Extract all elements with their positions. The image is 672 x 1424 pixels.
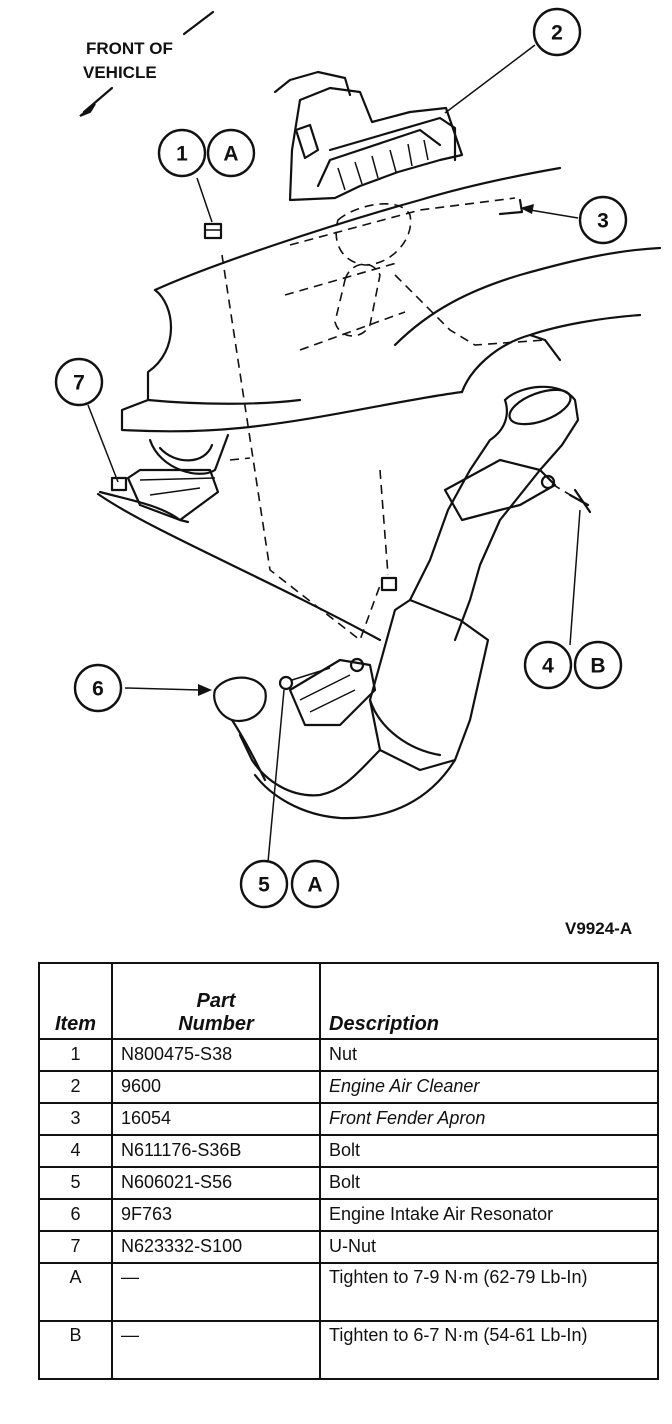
table-header-row: Item Part Number Description [38,962,659,1040]
row-part-number: 9600 [111,1070,321,1104]
row-part-number: N800475-S38 [111,1038,321,1072]
row-description: Bolt [319,1134,659,1168]
parts-table: Item Part Number Description 1 N800475-S… [38,962,659,1380]
callout-4: 4 [523,640,573,690]
header-part-line2: Number [178,1013,254,1035]
row-part-number: — [111,1262,321,1322]
row-item: 2 [38,1070,113,1104]
row-description: Engine Air Cleaner [319,1070,659,1104]
header-part-line1: Part [196,990,236,1012]
callout-5-label: 5 [258,874,270,897]
bolt-item-5-drawing [278,667,331,691]
callout-5a-label: A [307,874,322,897]
header-part-number: Part Number [111,962,321,1040]
row-description: Nut [319,1038,659,1072]
row-part-number: 16054 [111,1102,321,1136]
callout-2: 2 [532,7,582,57]
row-description: Engine Intake Air Resonator [319,1198,659,1232]
callout-1a-label: A [223,143,238,166]
callout-4-tightening-spec: B [573,640,623,690]
table-row: 2 9600 Engine Air Cleaner [38,1070,659,1104]
callout-5: 5 [239,859,289,909]
table-row: 7 N623332-S100 U-Nut [38,1230,659,1264]
front-of-vehicle-indicator: FRONT OF VEHICLE [79,10,215,117]
front-label-line2: VEHICLE [83,63,157,82]
leader-lines [87,44,581,863]
row-item: A [38,1262,113,1322]
callout-1-label: 1 [176,143,188,166]
row-description: Tighten to 6-7 N·m (54-61 Lb-In) [319,1320,659,1380]
row-item: 4 [38,1134,113,1168]
row-description: Front Fender Apron [319,1102,659,1136]
callout-2-label: 2 [551,22,563,45]
row-item: 6 [38,1198,113,1232]
callout-6-label: 6 [92,678,104,701]
callout-6: 6 [73,663,123,713]
header-item: Item [38,962,113,1040]
row-part-number: N606021-S56 [111,1166,321,1200]
row-item: 5 [38,1166,113,1200]
callout-7-label: 7 [73,372,85,395]
row-part-number: N611176-S36B [111,1134,321,1168]
row-description: Bolt [319,1166,659,1200]
callout-4b-label: B [590,655,605,678]
row-item: B [38,1320,113,1380]
callout-1-tightening-spec: A [206,128,256,178]
intake-tube-drawing [213,254,580,820]
table-row: B — Tighten to 6-7 N·m (54-61 Lb-In) [38,1320,659,1380]
row-description: U-Nut [319,1230,659,1264]
callout-3-label: 3 [597,210,609,233]
callout-5-tightening-spec: A [290,859,340,909]
row-item: 3 [38,1102,113,1136]
row-part-number: 9F763 [111,1198,321,1232]
row-description: Tighten to 7-9 N·m (62-79 Lb-In) [319,1262,659,1322]
row-part-number: — [111,1320,321,1380]
bolt-item-4-drawing [540,474,592,514]
callout-3: 3 [578,195,628,245]
row-item: 7 [38,1230,113,1264]
table-row: 5 N606021-S56 Bolt [38,1166,659,1200]
table-row: 4 N611176-S36B Bolt [38,1134,659,1168]
bracket-drawing [96,433,382,642]
row-item: 1 [38,1038,113,1072]
header-description: Description [319,962,659,1040]
figure-id: V9924-A [565,919,632,938]
air-cleaner-drawing [273,70,464,202]
nut-item-1-drawing [203,222,223,240]
exploded-view-diagram: FRONT OF VEHICLE [54,7,662,938]
front-label-line1: FRONT OF [86,39,173,58]
front-arrow-icon [79,86,114,117]
fender-apron-drawing [120,166,662,433]
table-row: 3 16054 Front Fender Apron [38,1102,659,1136]
table-row: 1 N800475-S38 Nut [38,1038,659,1072]
table-row: 6 9F763 Engine Intake Air Resonator [38,1198,659,1232]
row-part-number: N623332-S100 [111,1230,321,1264]
callout-7: 7 [54,357,104,407]
table-row: A — Tighten to 7-9 N·m (62-79 Lb-In) [38,1262,659,1322]
callout-4-label: 4 [542,655,554,678]
callout-1: 1 [157,128,207,178]
